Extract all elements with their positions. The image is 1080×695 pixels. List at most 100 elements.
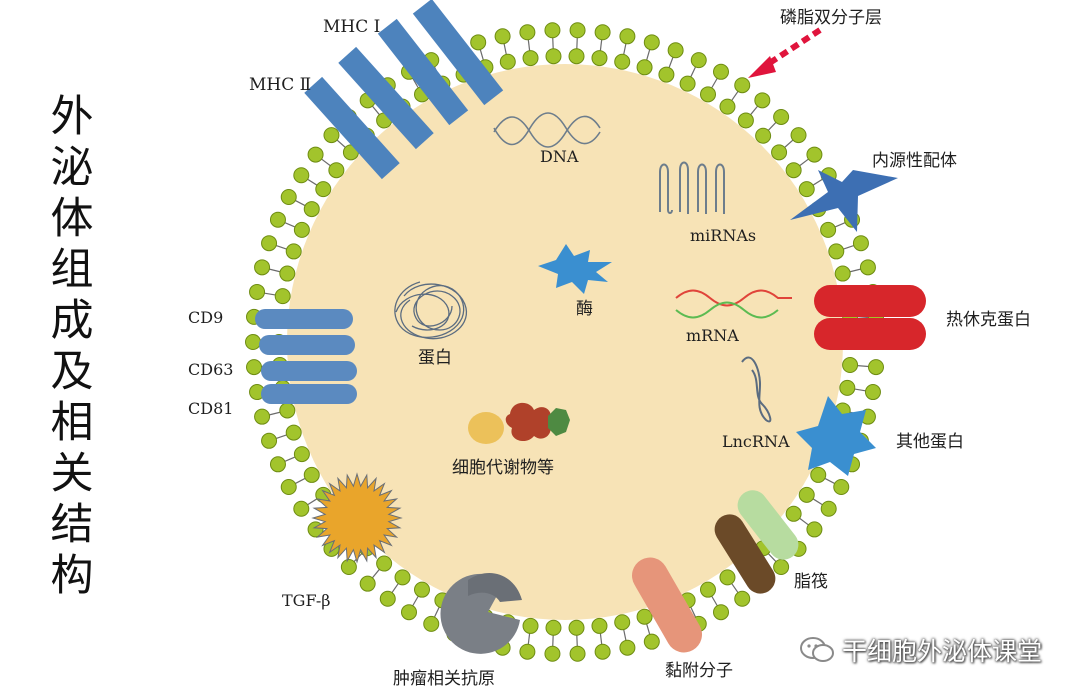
lipid-head <box>619 639 636 656</box>
lipid-head <box>545 619 562 636</box>
lipid-head <box>569 22 586 39</box>
mhc1-label: MHC Ⅰ <box>323 17 380 37</box>
lipid-tail <box>479 47 485 62</box>
lipid-head <box>544 645 561 662</box>
lipid-head <box>867 359 884 376</box>
enzyme-shape <box>538 244 612 294</box>
lncrna-icon <box>741 356 772 423</box>
lipid-head <box>379 590 396 607</box>
lipid-head <box>423 615 440 632</box>
lipid-head <box>323 127 340 144</box>
lipid-head <box>820 500 837 517</box>
lipid-head <box>591 50 608 67</box>
lipid-tail <box>433 605 441 619</box>
lipid-head <box>839 379 856 396</box>
lipid-head <box>274 288 291 305</box>
other-protein-label: 其他蛋白 <box>896 432 964 452</box>
lipid-tail <box>552 36 554 51</box>
lipid-tail <box>853 388 868 392</box>
lipid-head <box>833 478 850 495</box>
lipid-head <box>737 112 754 129</box>
page-title: 外泌体组成及相关结构 <box>50 92 94 601</box>
lipid-head <box>852 235 869 252</box>
lipid-tail <box>811 177 824 187</box>
other-protein-shape <box>796 396 876 476</box>
lipid-head <box>719 98 736 115</box>
lipid-head <box>522 50 539 67</box>
lipid-head <box>643 34 660 51</box>
lipid-tail <box>293 199 307 207</box>
lipid-head <box>499 53 516 70</box>
dna-label: DNA <box>540 147 579 166</box>
hsp-bar-top <box>814 285 926 317</box>
tetraspanin-group <box>255 309 357 404</box>
heat-shock-protein <box>814 285 926 350</box>
lipid-head <box>519 24 536 41</box>
lipid-head <box>719 569 736 586</box>
mhc-molecules <box>304 0 504 180</box>
lipid-tail <box>411 594 420 608</box>
tgf-beta-label: TGF-β <box>282 591 331 610</box>
lipid-head <box>249 283 266 300</box>
lipid-head <box>636 608 653 625</box>
lipid-head <box>798 486 815 503</box>
lipid-head <box>279 402 296 419</box>
lipid-tail <box>749 104 759 117</box>
lipid-head <box>785 505 802 522</box>
lipid-head <box>569 645 586 662</box>
lipid-head <box>544 22 561 39</box>
protein-tangle-icon <box>394 281 467 340</box>
lipid-head <box>359 575 376 592</box>
tumor-antigen-label: 肿瘤相关抗原 <box>393 669 495 689</box>
lipid-head <box>820 221 837 238</box>
lipid-tail <box>766 552 778 564</box>
lncrna-label: LncRNA <box>722 432 790 451</box>
chat-bubble-icon <box>800 637 834 662</box>
lipid-head <box>643 633 660 650</box>
lipid-tail <box>730 89 740 103</box>
lipid-tail <box>371 567 381 580</box>
lipid-head <box>806 146 823 163</box>
lipid-head <box>713 63 729 80</box>
lipid-head <box>773 559 790 576</box>
lipid-head <box>806 521 823 538</box>
bilayer-label: 磷脂双分子层 <box>780 8 882 28</box>
lipid-raft-label: 脂筏 <box>794 572 828 592</box>
cd81-bar-a <box>261 361 357 381</box>
lipid-tail <box>645 622 651 637</box>
tgf-beta-spikes <box>311 472 403 564</box>
lipid-head <box>376 555 393 572</box>
lipid-tail <box>710 594 719 608</box>
lipid-tail <box>599 631 603 646</box>
mhc2-bar-2 <box>338 46 434 150</box>
lipid-head <box>842 357 859 374</box>
mrna-icon <box>675 289 792 319</box>
lipid-head <box>340 559 357 576</box>
lipid-head <box>755 127 772 144</box>
lipid-tail <box>576 36 578 51</box>
lipid-tail <box>856 364 871 368</box>
lipid-tail <box>262 292 277 296</box>
dna-icon <box>493 112 601 148</box>
lipid-head <box>658 66 675 83</box>
lipid-head <box>269 211 286 228</box>
lipid-tail <box>811 497 824 507</box>
tumor-antigen-shade <box>468 572 522 602</box>
lipid-head <box>667 42 684 59</box>
lipid-tail <box>766 120 778 132</box>
lipid-tail <box>320 157 332 168</box>
lipid-tail <box>390 581 400 595</box>
lipid-tail <box>552 633 554 648</box>
cd9-label: CD9 <box>188 308 223 327</box>
mirnas-label: miRNAs <box>690 226 756 245</box>
lipid-tail <box>841 244 856 251</box>
mhc2-label: MHC Ⅱ <box>249 75 311 95</box>
lipid-head <box>519 643 536 660</box>
lipid-tail <box>274 433 289 440</box>
lipid-head <box>328 162 345 179</box>
lipid-head <box>619 28 636 45</box>
cd63-bar <box>259 335 355 355</box>
mhc1-bar-2 <box>412 0 504 106</box>
lipid-head <box>798 181 815 198</box>
adhesion-molecule-label: 黏附分子 <box>665 661 733 681</box>
